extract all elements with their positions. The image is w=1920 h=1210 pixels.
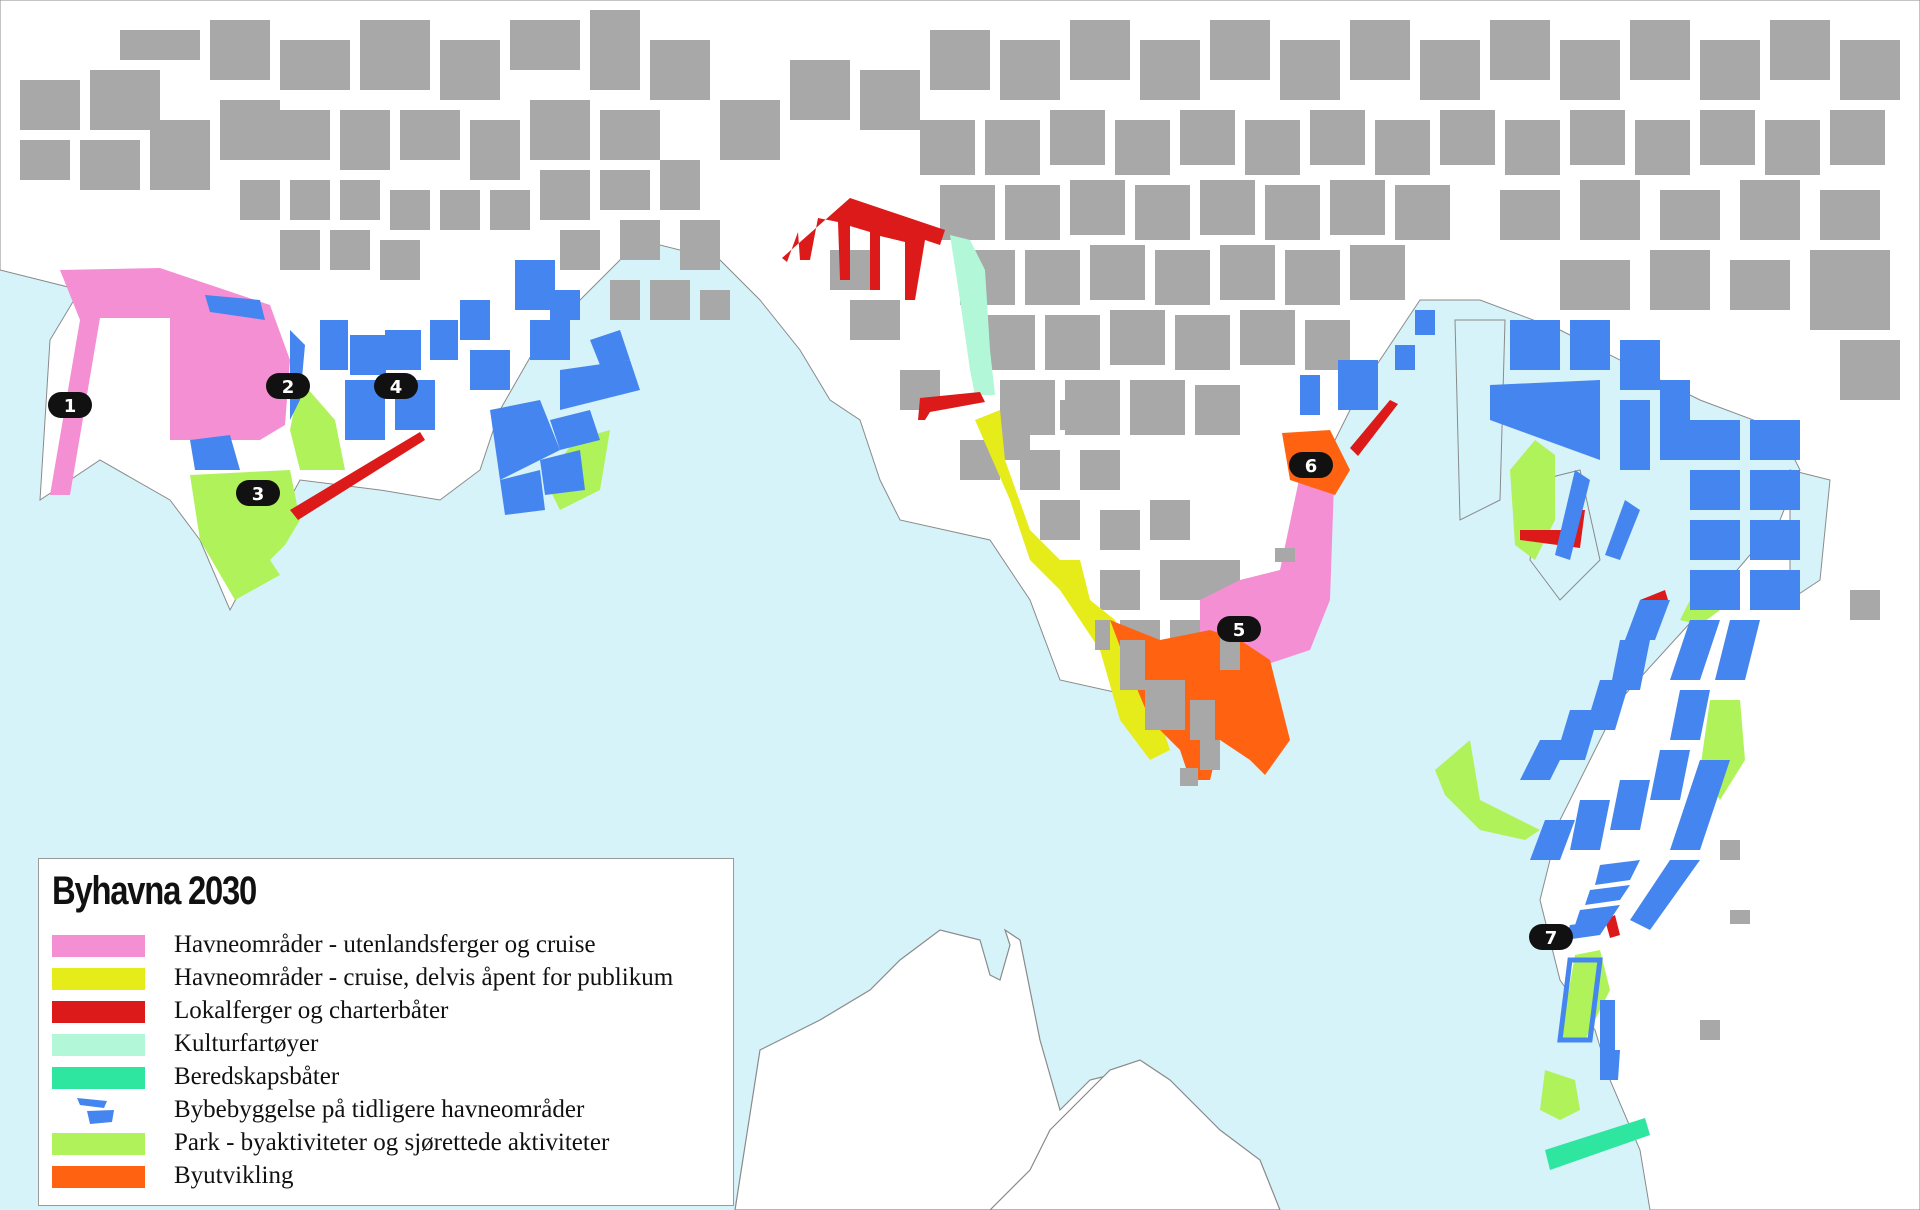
map-legend: Byhavna 2030 Havneområder - utenlandsfer… [38,858,734,1206]
legend-swatch-pink [52,935,145,957]
marker-7[interactable]: 7 [1529,924,1573,950]
legend-title: Byhavna 2030 [52,869,257,913]
legend-label: Kulturfartøyer [174,1030,319,1057]
zone-emergency-boats [1545,1118,1650,1170]
pier-structures [1095,548,1295,786]
marker-5-label: 5 [1233,620,1246,641]
marker-2[interactable]: 2 [266,373,310,399]
marker-4[interactable]: 4 [374,373,418,399]
legend-swatch-red [52,1001,145,1023]
legend-swatch-teal [52,1067,145,1089]
legend-item-park: Park - byaktiviteter og sjørettede aktiv… [52,1129,722,1157]
legend-item-emergency-boats: Beredskapsbåter [52,1063,722,1091]
legend-label: Park - byaktiviteter og sjørettede aktiv… [174,1129,610,1156]
marker-1-label: 1 [64,396,77,417]
legend-item-urban-development: Byutvikling [52,1162,722,1190]
legend-item-ferry-cruise: Havneområder - utenlandsferger og cruise [52,931,722,959]
city-buildings [20,10,1900,1040]
island-south [989,1059,1281,1210]
legend-swatch-mint [52,1034,145,1056]
marker-2-label: 2 [282,377,295,398]
legend-label: Byutvikling [174,1162,294,1189]
legend-item-urban-buildings: Bybebyggelse på tidligere havneområder [52,1096,722,1124]
marker-6[interactable]: 6 [1289,452,1333,478]
marker-7-label: 7 [1545,928,1558,949]
marker-4-label: 4 [390,377,403,398]
legend-label: Havneområder - cruise, delvis åpent for … [174,964,674,991]
legend-item-cultural-vessels: Kulturfartøyer [52,1030,722,1058]
marker-5[interactable]: 5 [1217,616,1261,642]
legend-label: Lokalferger og charterbåter [174,997,449,1024]
zone-cultural-vessels [950,235,995,395]
legend-swatch-blue-buildings [77,1098,114,1124]
legend-label: Beredskapsbåter [174,1063,340,1090]
legend-swatch-green [52,1133,145,1155]
legend-swatch-yellow [52,968,145,990]
legend-item-local-ferries: Lokalferger og charterbåter [52,997,722,1025]
marker-3-label: 3 [252,484,265,505]
legend-label: Bybebyggelse på tidligere havneområder [174,1096,585,1123]
marker-3[interactable]: 3 [236,480,280,506]
marker-1[interactable]: 1 [48,392,92,418]
location-markers: 1 2 3 4 5 6 7 [48,373,1573,950]
marker-6-label: 6 [1305,456,1318,477]
legend-item-cruise-public: Havneområder - cruise, delvis åpent for … [52,964,722,992]
legend-label: Havneområder - utenlandsferger og cruise [174,931,596,958]
zone-urban-buildings [190,260,1800,1080]
legend-swatch-orange [52,1166,145,1188]
